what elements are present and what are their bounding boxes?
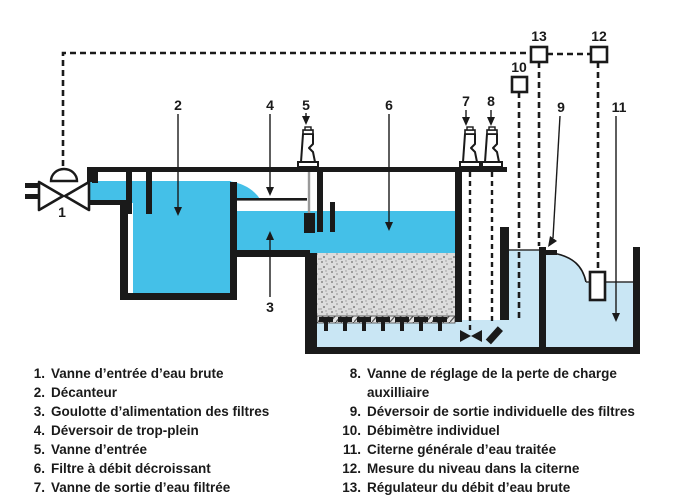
callout-12: 12 [591, 28, 607, 44]
level-sensor [588, 270, 607, 302]
callout-numbers: 1 2 3 4 5 6 7 8 9 10 11 12 13 [58, 28, 627, 315]
callout-11: 11 [612, 99, 627, 115]
control-loop-lines [61, 51, 600, 318]
treated-water-underdrain [317, 249, 539, 347]
legend-item-2: 2. Décanteur [25, 383, 325, 402]
filter-channel-raw-water [237, 211, 455, 253]
legend-item-number: 7. [33, 480, 45, 495]
legend-item-11: 11. Citerne générale d’eau traitée [333, 440, 655, 459]
legend-item-number: 6. [33, 461, 45, 476]
slanted-valve-icon [485, 326, 503, 345]
callout-3: 3 [266, 299, 274, 315]
legend-item-3: 3. Goulotte d’alimentation des filtres [25, 402, 325, 421]
legend-column-right: 8. Vanne de réglage de la perte de charge… [333, 364, 655, 497]
legend-item-number: 3. [33, 404, 45, 419]
legend-item-label: Mesure du niveau dans la citerne [367, 461, 580, 476]
regulator-box [529, 45, 549, 64]
legend-item-label: Vanne d’entrée [51, 442, 148, 457]
legend-item-number: 9. [349, 404, 361, 419]
callout-13: 13 [531, 28, 547, 44]
legend-item-label: Régulateur du débit d’eau brute [367, 480, 571, 495]
legend-item-label: Débimètre individuel [367, 423, 500, 438]
legend-item-number: 5. [33, 442, 45, 457]
filtered-water-outlet-valve [459, 126, 482, 342]
legend-item-12: 12. Mesure du niveau dans la citerne [333, 459, 655, 478]
legend-item-7: 7. Vanne de sortie d’eau filtrée [25, 478, 325, 497]
process-diagram: 1 2 3 4 5 6 7 8 9 10 11 12 13 [25, 28, 640, 354]
callout-5: 5 [302, 97, 310, 113]
callout-7: 7 [462, 93, 470, 109]
valve-actuator-dome-icon [49, 167, 79, 183]
callout-arrowheads [174, 116, 620, 322]
callout-10: 10 [511, 59, 527, 75]
legend-item-1: 1. Vanne d’entrée d’eau brute [25, 364, 325, 383]
legend-item-number: 12. [342, 461, 361, 476]
legend-column-left: 1. Vanne d’entrée d’eau brute 2. Décanteur… [25, 364, 325, 497]
callout-1: 1 [58, 204, 66, 220]
legend-item-number: 1. [33, 366, 45, 381]
callout-6: 6 [385, 97, 393, 113]
legend-item-5: 5. Vanne d’entrée [25, 440, 325, 459]
legend-item-label: Déversoir de sortie individuelle des fil… [367, 404, 635, 419]
callout-8: 8 [487, 93, 495, 109]
callout-2: 2 [174, 97, 182, 113]
aux-headloss-valve [481, 126, 503, 345]
legend-item-label: Filtre à débit décroissant [51, 461, 211, 476]
callout-leaders [177, 110, 617, 314]
legend-item-number: 13. [342, 480, 361, 495]
callout-4: 4 [266, 97, 274, 113]
legend-item-10: 10. Débimètre individuel [333, 421, 655, 440]
legend-item-label: Vanne de réglage de la perte de charge a… [367, 366, 617, 400]
legend-item-8: 8. Vanne de réglage de la perte de charge… [333, 364, 655, 402]
filter-inlet-valve [297, 126, 319, 233]
legend-item-label: Citerne générale d’eau traitée [367, 442, 557, 457]
legend-item-number: 11. [342, 442, 361, 457]
legend-item-label: Déversoir de trop-plein [51, 423, 199, 438]
filter-nozzles [319, 317, 447, 331]
legend-item-label: Vanne de sortie d’eau filtrée [51, 480, 231, 495]
legend-item-number: 2. [33, 385, 45, 400]
legend-item-9: 9. Déversoir de sortie individuelle des f… [333, 402, 655, 421]
filter-sand-bed [316, 253, 456, 324]
legend-item-number: 10. [342, 423, 361, 438]
legend-item-label: Goulotte d’alimentation des filtres [51, 404, 270, 419]
legend-item-6: 6. Filtre à débit décroissant [25, 459, 325, 478]
raw-water-inlet-valve [25, 167, 91, 212]
callout-9: 9 [557, 99, 565, 115]
tank-walls [87, 167, 640, 354]
flowmeter-box [510, 75, 529, 94]
legend-item-label: Vanne d’entrée d’eau brute [51, 366, 224, 381]
legend-item-13: 13. Régulateur du débit d’eau brute [333, 478, 655, 497]
level-transmitter-box [589, 45, 609, 64]
legend-item-4: 4. Déversoir de trop-plein [25, 421, 325, 440]
legend-item-label: Décanteur [51, 385, 118, 400]
bottom-valve-icon [460, 330, 471, 342]
legend-item-number: 4. [33, 423, 45, 438]
legend-item-number: 8. [349, 366, 361, 381]
